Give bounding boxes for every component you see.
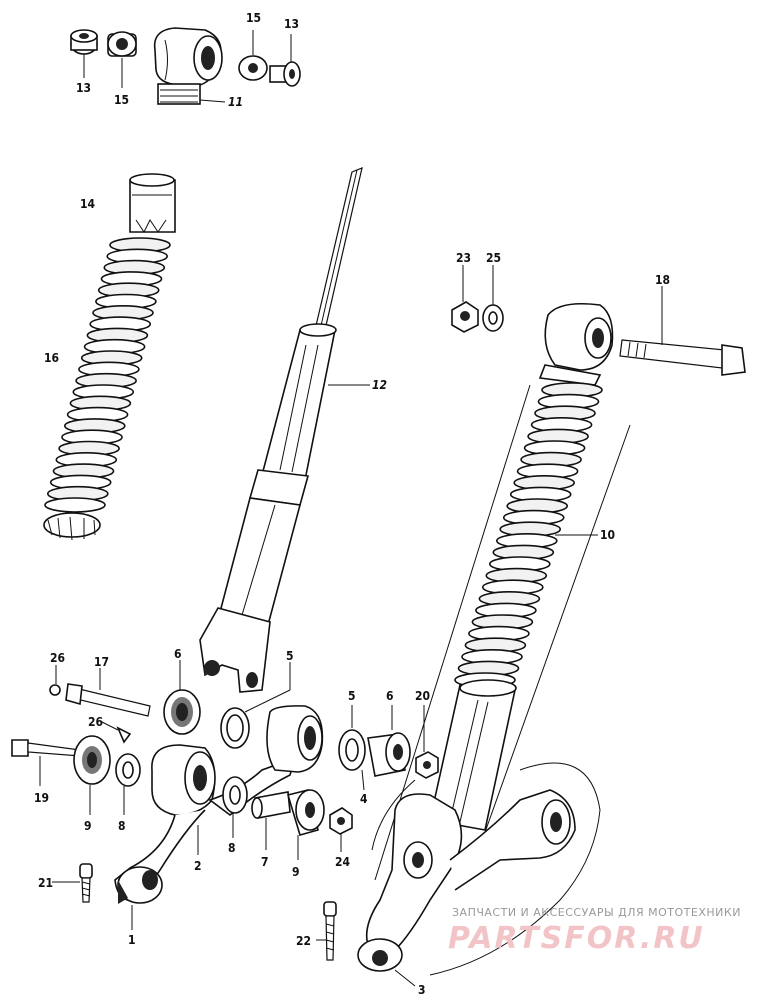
- part-9-left-rubber: [73, 735, 111, 785]
- label-9-right: 9: [292, 865, 300, 879]
- label-15-right: 15: [246, 11, 261, 25]
- label-24: 24: [335, 855, 351, 869]
- label-16: 16: [44, 351, 59, 365]
- label-23: 23: [456, 251, 471, 265]
- label-7: 7: [261, 855, 269, 869]
- label-6-left: 6: [174, 647, 182, 661]
- part-6-left-collar: [163, 689, 201, 735]
- part-labels: 13 15 11 15 13 14 16 12 23 25 18 10 26 1…: [34, 11, 670, 997]
- part-8-middle-washer: [222, 776, 248, 814]
- label-14: 14: [80, 197, 96, 211]
- part-13-right-bushing: [269, 61, 301, 87]
- part-10-shock-spring: [454, 382, 603, 688]
- label-6-right: 6: [386, 689, 394, 703]
- label-12: 12: [372, 378, 387, 392]
- label-5-left: 5: [286, 649, 294, 663]
- label-15-left: 15: [114, 93, 129, 107]
- part-26-grease-fitting-upper: [49, 684, 61, 696]
- part-8-left-washer: [115, 753, 141, 787]
- part-5-left-seal: [220, 707, 250, 749]
- part-19-bolt: [11, 739, 81, 757]
- part-1-swing-arm-left: [114, 744, 297, 904]
- part-5-right-seal: [338, 729, 366, 771]
- label-26-lower: 26: [88, 715, 103, 729]
- label-21: 21: [38, 876, 53, 890]
- label-18: 18: [655, 273, 670, 287]
- label-19: 19: [34, 791, 49, 805]
- part-9-right-rubber: [286, 789, 325, 836]
- part-21-screw: [79, 863, 93, 903]
- watermark: ЗАПЧАСТИ И АКСЕССУАРЫ ДЛЯ МОТОТЕХНИКИ PA…: [448, 906, 741, 956]
- watermark-logo: PARTSFOR.RU: [448, 921, 705, 956]
- label-8-right: 8: [228, 841, 236, 855]
- part-10-shock-lower-body: [429, 679, 517, 831]
- part-13-left-bushing: [70, 29, 98, 55]
- part-6-right-collar: [367, 732, 411, 777]
- part-20-nut: [415, 751, 439, 779]
- watermark-tagline: ЗАПЧАСТИ И АКСЕССУАРЫ ДЛЯ МОТОТЕХНИКИ: [452, 906, 741, 919]
- label-17: 17: [94, 655, 109, 669]
- label-4: 4: [360, 792, 368, 806]
- label-5-right: 5: [348, 689, 356, 703]
- part-14-spring-cap: [129, 173, 176, 233]
- label-26-upper: 26: [50, 651, 65, 665]
- part-15-right-rubber: [238, 55, 268, 81]
- label-2: 2: [194, 859, 202, 873]
- part-18-bolt: [619, 339, 746, 376]
- label-3: 3: [418, 983, 426, 997]
- label-1: 1: [128, 933, 136, 947]
- label-22: 22: [296, 934, 311, 948]
- spring-coil: [44, 497, 106, 513]
- part-2-pivot-tube: [266, 705, 324, 773]
- part-3-swing-arm-right: [357, 762, 601, 976]
- part-15-left-rubber: [107, 31, 137, 57]
- label-20: 20: [415, 689, 430, 703]
- label-8-left: 8: [118, 819, 126, 833]
- part-24-nut: [329, 807, 353, 835]
- label-25: 25: [486, 251, 501, 265]
- label-13-right: 13: [284, 17, 299, 31]
- label-9-left: 9: [84, 819, 92, 833]
- part-17-bolt: [65, 683, 151, 717]
- part-7-pin: [251, 791, 291, 819]
- part-26-grease-fitting-lower: [116, 726, 132, 744]
- label-11: 11: [228, 95, 243, 109]
- part-12-damper: [199, 167, 363, 693]
- label-13-left: 13: [76, 81, 91, 95]
- part-11-bearing-housing: [153, 27, 223, 105]
- part-25-washer: [482, 304, 504, 332]
- part-10-shock-assembly: [374, 302, 631, 881]
- part-16-spring-seat: [43, 512, 101, 541]
- part-16-coil-spring: [44, 237, 171, 513]
- label-10: 10: [600, 528, 615, 542]
- part-22-screw: [323, 901, 337, 961]
- part-23-nut: [451, 301, 479, 333]
